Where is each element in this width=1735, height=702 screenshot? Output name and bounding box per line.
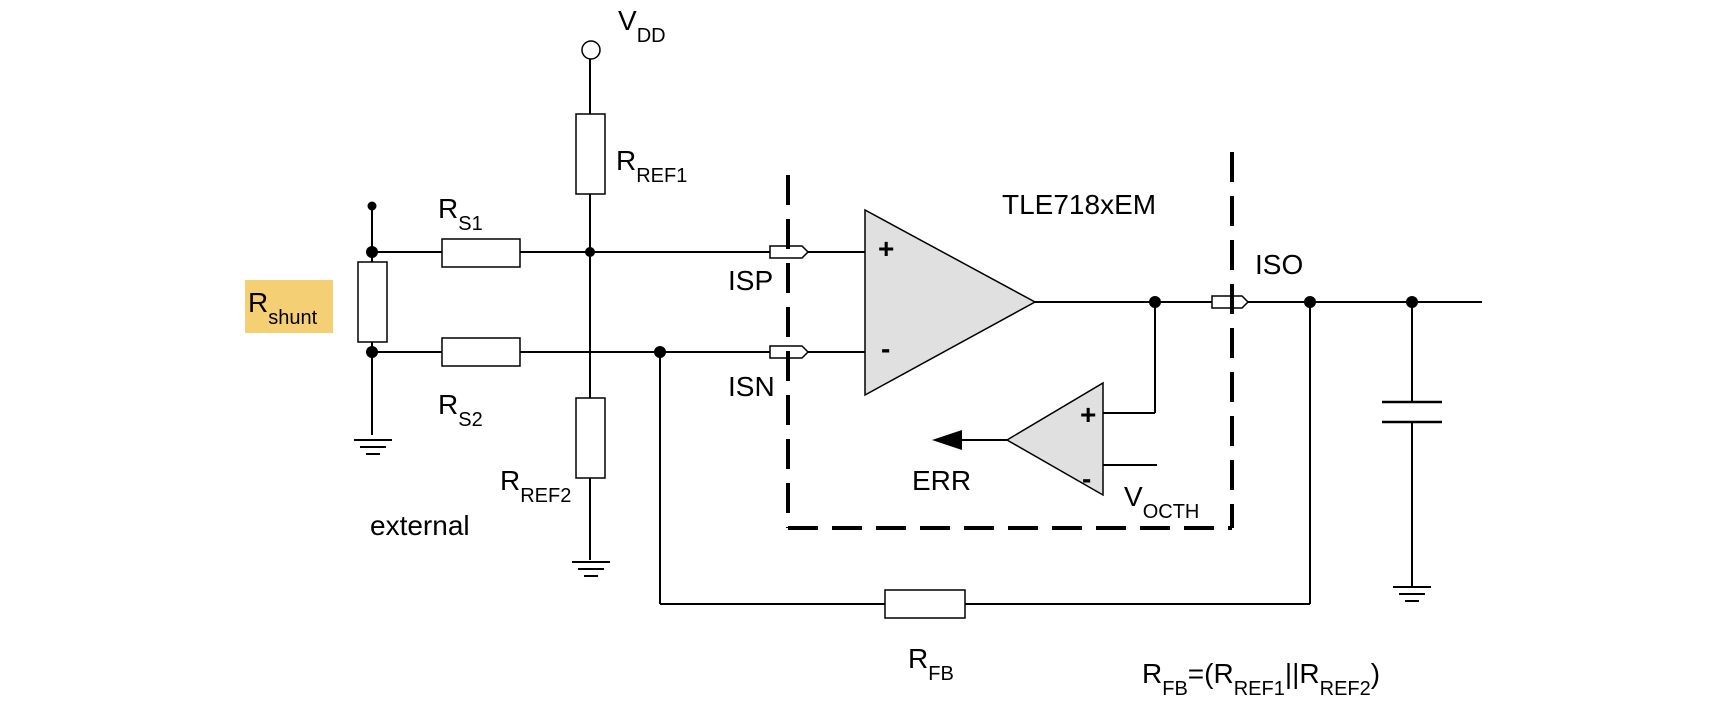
rfb-label: RFB	[908, 643, 954, 685]
rref1-label: RREF1	[616, 145, 687, 187]
resistor-rref1	[575, 113, 606, 195]
resistor-rshunt	[357, 261, 388, 343]
junction-divider	[585, 247, 595, 257]
ic-name-label: TLE718xEM	[1002, 189, 1156, 220]
junction-capacitor	[1406, 296, 1418, 308]
resistor-rref2	[575, 397, 606, 479]
ground-divider-icon	[572, 561, 610, 577]
rshunt-label: Rshunt	[248, 287, 318, 329]
rs2-label: RS2	[438, 389, 483, 431]
rref2-label: RREF2	[500, 465, 571, 507]
comparator-minus-sign: -	[1082, 463, 1091, 494]
err-label: ERR	[912, 465, 971, 496]
junction-feedback-out	[1304, 296, 1316, 308]
opamp-minus-sign: -	[881, 333, 890, 364]
external-label: external	[370, 510, 470, 541]
opamp-plus-sign: +	[878, 233, 894, 264]
vdd-label: VDD	[618, 5, 666, 47]
pin-isp-marker	[769, 245, 810, 259]
comparator-plus-sign: +	[1080, 399, 1096, 430]
junction-feedback-in	[654, 346, 666, 358]
err-arrow-icon	[932, 430, 962, 450]
ground-capacitor-icon	[1393, 586, 1431, 602]
ground-shunt-icon	[354, 439, 392, 455]
pin-iso-label: ISO	[1255, 249, 1303, 280]
resistor-rs1	[441, 238, 521, 268]
junctions	[366, 201, 1418, 358]
shunt-top-terminal	[367, 201, 377, 211]
output-capacitor	[1382, 400, 1442, 424]
resistor-rfb	[884, 589, 966, 619]
pin-isp-label: ISP	[728, 265, 773, 296]
main-opamp	[864, 208, 1037, 397]
junction-comparator-tap	[1149, 296, 1161, 308]
wires	[371, 58, 1482, 605]
resistor-rs2	[441, 337, 521, 367]
ic-boundary	[786, 152, 1234, 530]
shunt-label-highlight	[245, 280, 333, 333]
feedback-formula: RFB=(RREF1||RREF2)	[1142, 658, 1380, 697]
vdd-terminal-icon	[581, 40, 601, 60]
junction-shunt-bottom	[366, 346, 378, 358]
comparator-opamp	[1005, 381, 1104, 497]
rs1-label: RS1	[438, 193, 483, 235]
resistors	[357, 113, 966, 619]
junction-shunt-top	[366, 246, 378, 258]
pin-isn-label: ISN	[728, 371, 775, 402]
vocth-label: VOCTH	[1124, 481, 1199, 523]
